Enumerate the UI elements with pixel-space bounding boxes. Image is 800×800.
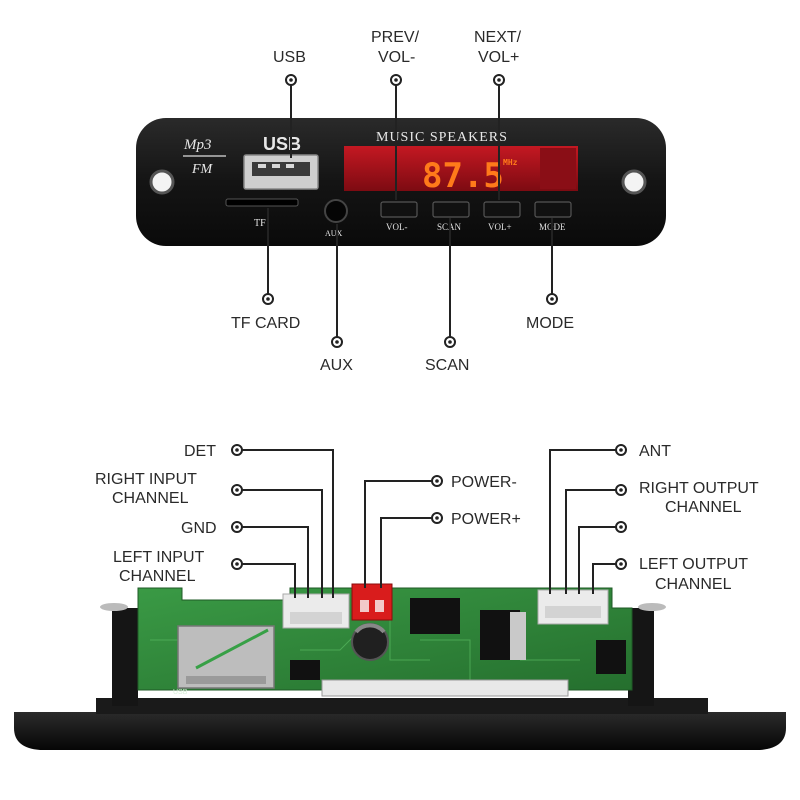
mount-hole-left	[149, 169, 175, 195]
vol-up-button[interactable]	[483, 201, 521, 218]
tf-card-slot[interactable]	[225, 198, 299, 207]
pcb-silk-usb: USB	[173, 689, 188, 696]
brand-fm: FM	[191, 162, 214, 177]
top-callout-lines	[267, 84, 553, 340]
panel-aux-label: AUX	[325, 229, 343, 238]
aux-jack[interactable]	[324, 199, 348, 223]
label-right-output-line1: RIGHT OUTPUT	[639, 480, 759, 497]
scan-button[interactable]	[432, 201, 470, 218]
label-next-line1: NEXT/	[474, 29, 522, 46]
top-callout-dots	[262, 74, 558, 348]
label-gnd: GND	[181, 520, 217, 537]
label-usb: USB	[273, 49, 306, 66]
crystal	[510, 612, 526, 660]
display-window	[344, 146, 578, 191]
bezel-base	[14, 712, 786, 750]
label-tf-card: TF CARD	[231, 315, 300, 332]
ic-chip	[410, 598, 460, 634]
power-connector[interactable]	[351, 583, 393, 621]
usb-port-tongue	[252, 162, 310, 176]
button-label: VOL-	[386, 222, 408, 232]
frequency-unit: MHz	[503, 158, 518, 167]
front-panel: Mp3 FM USB TF AUX MUSIC SPEAKERS 87.5 MH…	[136, 118, 666, 246]
label-prev-line1: PREV/	[371, 29, 420, 46]
label-left-output-line2: CHANNEL	[655, 576, 732, 593]
mode-button[interactable]	[534, 201, 572, 218]
label-det: DET	[184, 443, 216, 460]
pcb-assembly: USB	[14, 583, 786, 750]
bottom-callout-lines	[241, 449, 617, 598]
button-label: VOL+	[488, 222, 512, 232]
frequency-readout: 87.5	[422, 156, 504, 196]
panel-title: MUSIC SPEAKERS	[376, 130, 508, 145]
label-left-input-line1: LEFT INPUT	[113, 549, 205, 566]
label-right-input-line1: RIGHT INPUT	[95, 471, 197, 488]
label-left-output-line1: LEFT OUTPUT	[639, 556, 748, 573]
label-power-minus: POWER-	[451, 474, 517, 491]
label-right-output-line2: CHANNEL	[665, 499, 742, 516]
label-next-line2: VOL+	[478, 49, 519, 66]
top-callout-labels: USB PREV/ VOL- NEXT/ VOL+ TF CARD AUX SC…	[231, 29, 574, 374]
label-mode: MODE	[526, 315, 574, 332]
label-left-input-line2: CHANNEL	[119, 568, 196, 585]
bottom-callout-dots	[231, 444, 627, 570]
vol-down-button[interactable]	[380, 201, 418, 218]
bracket-left	[112, 608, 138, 706]
bottom-callout-labels: DET RIGHT INPUT CHANNEL GND LEFT INPUT C…	[95, 443, 759, 593]
label-prev-line2: VOL-	[378, 49, 415, 66]
brand-mp3: Mp3	[183, 137, 212, 153]
panel-usb-label: USB	[263, 134, 301, 154]
label-scan: SCAN	[425, 357, 469, 374]
ic-chip	[596, 640, 626, 674]
panel-tf-label: TF	[254, 218, 266, 229]
label-power-plus: POWER+	[451, 511, 521, 528]
label-ant: ANT	[639, 443, 671, 460]
mount-hole-right	[621, 169, 647, 195]
label-right-input-line2: CHANNEL	[112, 490, 189, 507]
display-flex-cable	[321, 679, 569, 697]
label-aux: AUX	[320, 357, 353, 374]
